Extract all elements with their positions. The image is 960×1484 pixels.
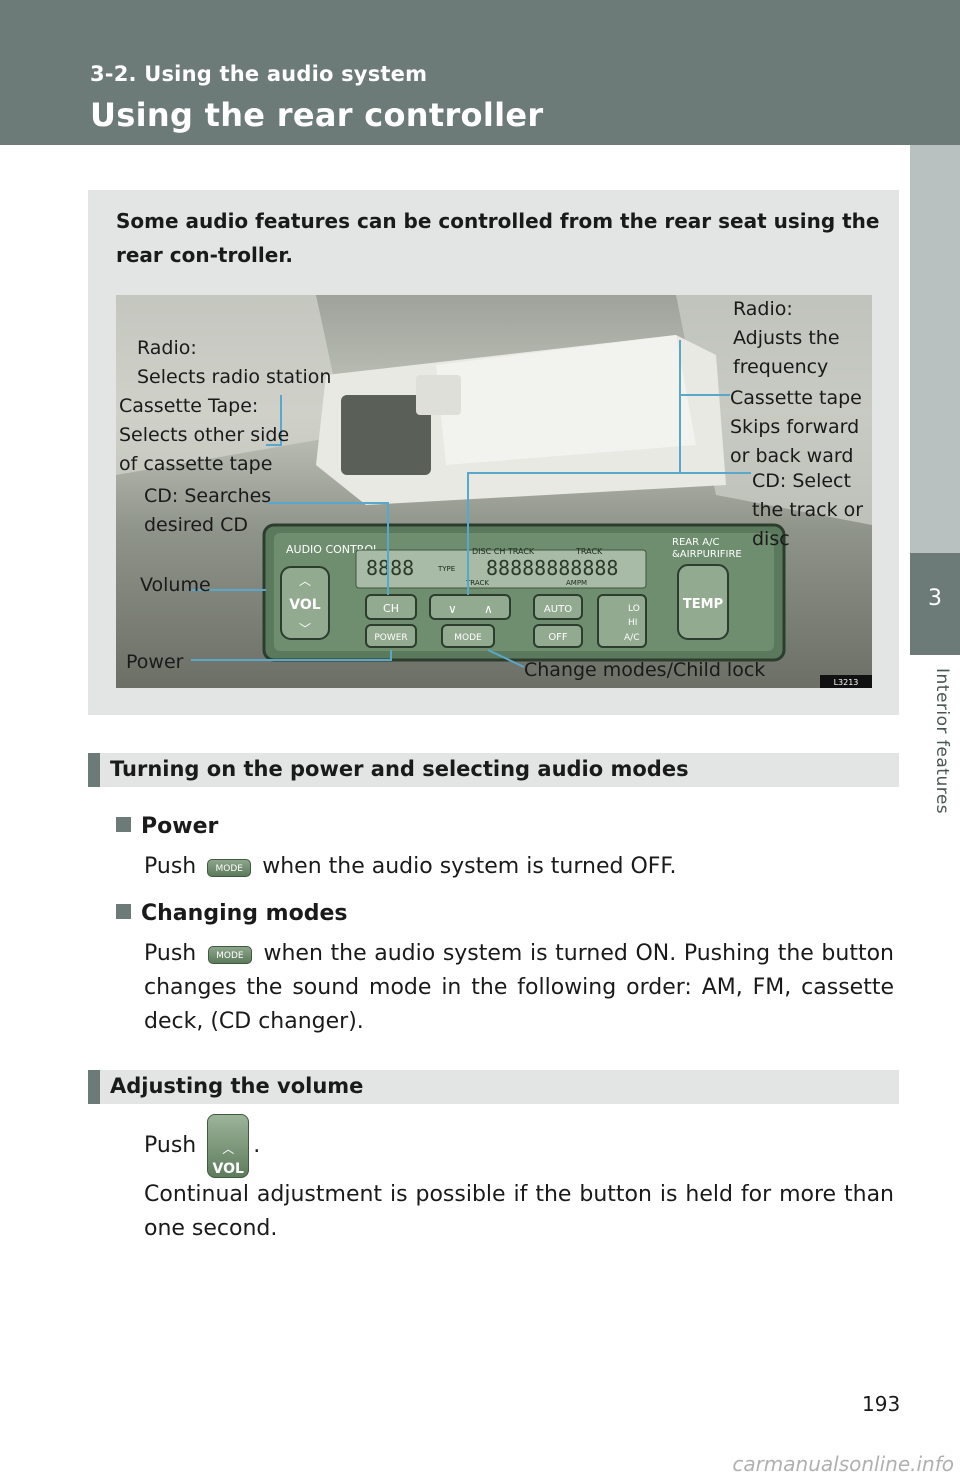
panel-auto-label: AUTO	[544, 604, 572, 615]
header-band	[0, 0, 960, 145]
intro-text: Some audio features can be controlled fr…	[116, 209, 880, 267]
panel-auto-button	[533, 594, 583, 620]
panel-rear-ac-label: REAR A/C	[672, 537, 719, 548]
power-modes-title: Turning on the power and selecting audio…	[110, 757, 689, 781]
panel-vol-up-icon: ︿	[299, 574, 311, 588]
callout-leader-lines	[191, 340, 751, 668]
callout-cassette-skip-3: or back ward	[730, 445, 854, 467]
footer-watermark[interactable]: carmanualsonline.info	[732, 1452, 954, 1476]
bullet-square-icon	[116, 817, 131, 832]
panel-temp-button	[677, 564, 729, 640]
callout-radio-freq-3: frequency	[733, 356, 829, 378]
panel-mode-label: MODE	[454, 633, 482, 643]
panel-fan-button	[597, 594, 647, 648]
panel-off-label: OFF	[548, 632, 568, 643]
display-trk-label: TRACK	[465, 579, 489, 587]
callout-cassette-side-2: Selects other side	[119, 424, 290, 446]
panel-vol-button	[280, 566, 330, 640]
panel-ch-label: CH	[383, 602, 399, 615]
volume-bar	[88, 1070, 899, 1104]
callout-cassette-side-3: of cassette tape	[119, 453, 273, 475]
volume-push-text: Push ︿ VOL ﹀ .	[144, 1114, 894, 1196]
panel-tune-up-icon: ∧	[484, 602, 493, 616]
modes-text: Push MODE when the audio system is turne…	[144, 941, 894, 1034]
power-text: Push MODE when the audio system is turne…	[144, 854, 677, 879]
modes-heading: Changing modes	[116, 901, 347, 926]
bullet-square-icon	[116, 904, 131, 919]
panel-ch-button	[365, 594, 417, 620]
figure-code: L3213	[834, 678, 859, 687]
callout-power: Power	[126, 651, 184, 673]
callout-cassette-skip-1: Cassette tape	[730, 387, 862, 409]
panel-lo-label: LO	[628, 604, 640, 614]
panel-hi-label: HI	[628, 618, 637, 628]
display-top-label: DISC CH TRACK	[472, 547, 535, 556]
callout-radio-freq-1: Radio:	[733, 298, 793, 320]
panel-tune-button	[429, 594, 511, 620]
callout-radio-station-2: Selects radio station	[137, 366, 332, 388]
callout-cd-search-2: desired CD	[144, 514, 249, 536]
rear-controller-figure: AUDIO CONTROL REAR A/C &AIRPURIFIRE DISC…	[116, 295, 872, 688]
panel-tune-down-icon: ∨	[448, 602, 457, 616]
callout-cd-select-1: CD: Select	[752, 470, 851, 492]
callout-cassette-skip-2: Skips forward	[730, 416, 860, 438]
chapter-tab[interactable]	[910, 553, 960, 655]
panel-airpurifire-label: &AIRPURIFIRE	[672, 549, 742, 560]
panel-temp-label: TEMP	[683, 597, 723, 612]
display-ampm-label: AMPM	[566, 579, 587, 587]
panel-power-label: POWER	[374, 633, 407, 643]
panel-off-button	[533, 624, 583, 648]
volume-title: Adjusting the volume	[110, 1074, 364, 1098]
chevron-down-icon: ﹀	[222, 1182, 235, 1196]
vol-button-icon: ︿ VOL ﹀	[207, 1114, 250, 1196]
callout-cd-search-1: CD: Searches	[144, 485, 272, 507]
callout-volume: Volume	[140, 574, 211, 596]
page-number: 193	[862, 1392, 901, 1416]
display-track-label: TRACK	[575, 547, 603, 556]
callout-cd-select-2: the track or	[752, 499, 864, 521]
chapter-number: 3	[928, 586, 942, 611]
callout-mode-child-lock: Change modes/Child lock	[524, 659, 766, 681]
display-digits-left: 8888	[366, 556, 414, 580]
page-title: Using the rear controller	[90, 96, 544, 134]
panel-mode-button	[441, 624, 495, 648]
volume-continual-text: Continual adjustment is possible if the …	[144, 1182, 894, 1241]
display-digits-right: 88888888888	[486, 556, 618, 580]
side-tab-strip	[910, 145, 960, 553]
chapter-label: Interior features	[932, 668, 952, 815]
callout-cassette-side-1: Cassette Tape:	[119, 395, 259, 417]
mode-button-icon: MODE	[207, 859, 252, 877]
callout-cd-select-3: disc	[752, 528, 790, 550]
mode-button-icon: MODE	[207, 946, 252, 964]
chevron-up-icon: ︿	[222, 1142, 235, 1156]
figure-illustration: AUDIO CONTROL REAR A/C &AIRPURIFIRE DISC…	[116, 295, 872, 688]
power-heading: Power	[116, 814, 218, 839]
display-type-label: TYPE	[437, 565, 455, 573]
panel-ac-label: A/C	[624, 633, 639, 643]
section-label: 3-2. Using the audio system	[90, 62, 428, 86]
panel-power-button	[365, 624, 417, 648]
power-modes-bar	[88, 753, 899, 787]
callout-radio-station-1: Radio:	[137, 337, 197, 359]
panel-vol-label: VOL	[289, 597, 320, 613]
callout-radio-freq-2: Adjusts the	[733, 327, 840, 349]
panel-vol-down-icon: ﹀	[299, 622, 311, 636]
